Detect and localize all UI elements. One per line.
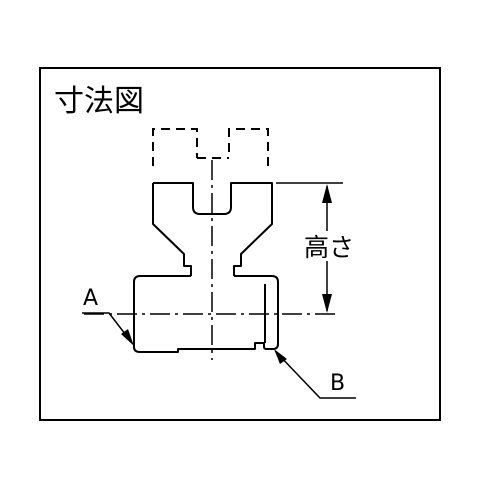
handle-outline — [152, 182, 273, 276]
height-label-background — [303, 231, 359, 261]
leader-a — [82, 312, 133, 344]
diagram-title: 寸法図 — [54, 84, 144, 119]
leader-b — [276, 352, 356, 399]
label-a: A — [83, 286, 98, 311]
diagram-frame — [39, 67, 441, 421]
leader-a-arrow — [121, 329, 134, 346]
height-label: 高さ — [304, 233, 354, 262]
label-b: B — [330, 371, 345, 396]
height-arrow-top — [322, 184, 332, 203]
height-arrow-bottom — [322, 294, 332, 313]
handle-dashed-outline — [152, 128, 269, 166]
